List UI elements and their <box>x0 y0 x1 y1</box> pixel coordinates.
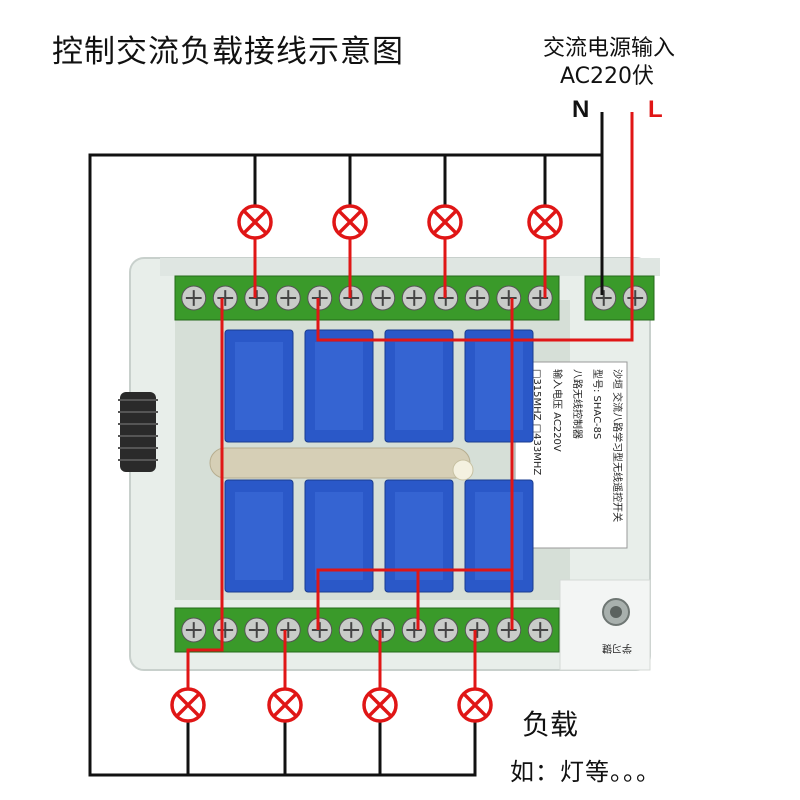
lamp-load-icon <box>457 687 493 723</box>
controller-label-line: 沙垣 交流八路学习型无线遥控开关 <box>611 369 624 522</box>
lamp-load-icon <box>267 687 303 723</box>
lamp-load-icon <box>237 204 273 240</box>
learn-button-panel <box>559 579 651 671</box>
terminal-block-top <box>174 275 560 321</box>
lamp-group <box>170 204 563 723</box>
learn-button-label: 学习键 <box>602 642 632 655</box>
power-voltage-label: AC220伏 <box>560 64 655 89</box>
controller-label-line: 输入电压 AC220V <box>551 369 564 452</box>
live-wire-down <box>316 340 514 630</box>
controller-label-line: 型号: SHAC-8S <box>591 369 604 439</box>
relay-group <box>224 329 534 593</box>
load-title: 负载 <box>522 708 579 741</box>
antenna-coil <box>118 392 158 472</box>
neutral-label: N <box>572 96 590 123</box>
lamp-load-icon <box>362 687 398 723</box>
controller-label-line: □315MHZ □433MHZ <box>531 369 542 475</box>
crystal-component <box>209 447 471 479</box>
power-input-label: 交流电源输入 <box>543 36 676 61</box>
led-indicator <box>452 459 474 481</box>
neutral-wire-main <box>88 112 604 777</box>
diagram-title: 控制交流负载接线示意图 <box>52 34 404 70</box>
terminal-blocks <box>174 275 655 653</box>
lamp-load-icon <box>170 687 206 723</box>
lamp-load-icon <box>527 204 563 240</box>
lamp-load-icon <box>427 204 463 240</box>
controller-label-line: 八路无线控制器 <box>571 369 584 439</box>
live-wire-feed <box>316 112 634 342</box>
live-label: L <box>648 96 663 123</box>
load-wire-bottom-1 <box>186 630 224 688</box>
lamp-load-icon <box>332 204 368 240</box>
load-example: 如：灯等。。。 <box>510 758 661 786</box>
terminal-block-bottom <box>174 607 560 653</box>
